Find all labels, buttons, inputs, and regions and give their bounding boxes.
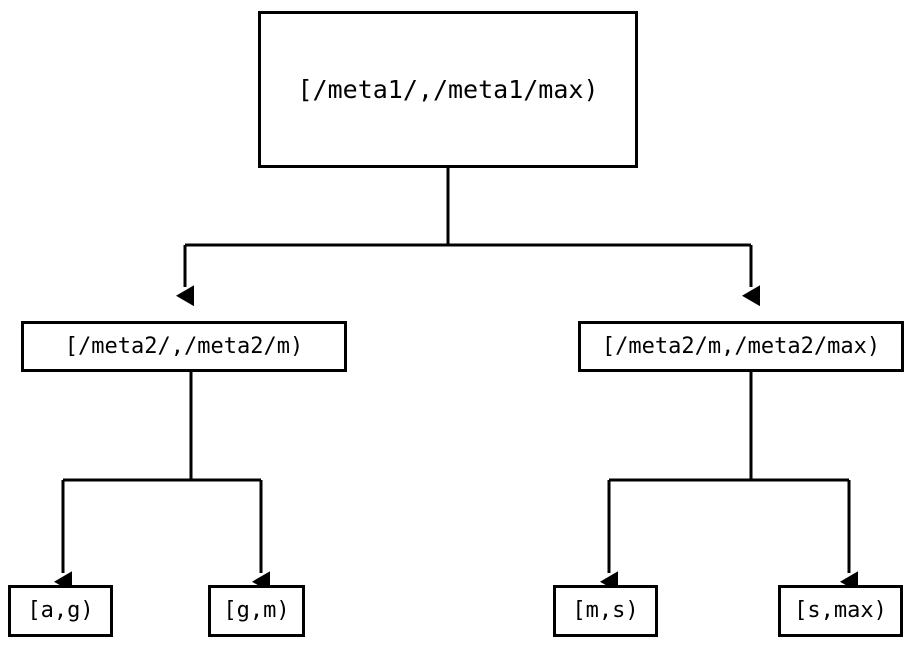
node-mid-right-meta2-upper-range[interactable]: [/meta2/m,/meta2/max) [578, 321, 904, 372]
node-root-meta1-range[interactable]: [/meta1/,/meta1/max) [258, 11, 638, 168]
node-leaf-s-to-max[interactable]: [s,max) [778, 585, 903, 637]
node-mid-left-meta2-lower-range[interactable]: [/meta2/,/meta2/m) [21, 321, 347, 372]
node-mid-left-label: [/meta2/,/meta2/m) [64, 333, 304, 359]
edge-root-to-level2 [176, 168, 760, 307]
node-leaf-a-to-g[interactable]: [a,g) [8, 585, 113, 637]
node-leaf-g-to-m[interactable]: [g,m) [208, 585, 305, 637]
edge-midright-to-leaves [600, 372, 858, 593]
node-leaf-gm-label: [g,m) [223, 598, 290, 623]
node-leaf-ms-label: [m,s) [572, 598, 639, 623]
node-leaf-ag-label: [a,g) [27, 598, 94, 623]
node-root-label: [/meta1/,/meta1/max) [297, 75, 599, 104]
node-leaf-m-to-s[interactable]: [m,s) [553, 585, 658, 637]
node-leaf-smax-label: [s,max) [794, 598, 887, 623]
node-mid-right-label: [/meta2/m,/meta2/max) [601, 333, 881, 359]
edge-midleft-to-leaves [54, 372, 270, 593]
